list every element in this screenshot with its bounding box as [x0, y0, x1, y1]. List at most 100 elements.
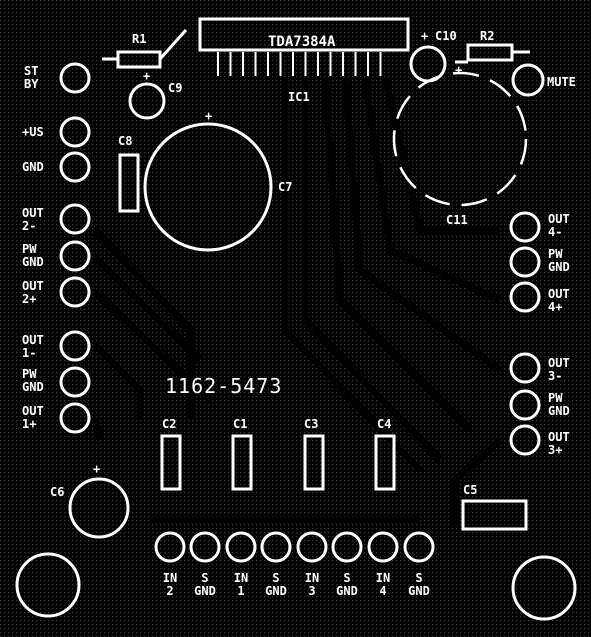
right-pad-out-4-plus — [509, 281, 541, 313]
c8-label: C8 — [118, 134, 132, 148]
c3-label: C3 — [304, 417, 318, 431]
bottom-label-in-3: IN — [305, 571, 319, 585]
bottom-pad-in-4 — [367, 531, 399, 563]
left-pad-vs — [59, 116, 91, 148]
c5-label: C5 — [463, 483, 477, 497]
bottom-label-in-1: 1 — [237, 584, 244, 598]
left-label-out-1-minus: OUT — [22, 333, 44, 347]
capacitor-c5 — [461, 499, 528, 531]
c10-plus-mark-2: + — [455, 63, 462, 77]
bottom-label-s-gnd-b: S — [272, 571, 279, 585]
bottom-pad-s-gnd-d — [403, 531, 435, 563]
capacitor-c11 — [392, 71, 528, 207]
left-pad-out-2-plus — [59, 276, 91, 308]
bottom-label-s-gnd-d: S — [415, 571, 422, 585]
c9-plus-mark: + — [143, 69, 150, 83]
left-label-out-1-plus: 1+ — [22, 417, 36, 431]
c11-label: C11 — [446, 213, 468, 227]
left-label-out-2-minus: OUT — [22, 206, 44, 220]
left-pad-out-1-minus — [59, 330, 91, 362]
resistor-r1 — [102, 28, 188, 69]
right-label-pw-gnd-3: PW — [548, 391, 563, 405]
bottom-label-in-4: 4 — [379, 584, 386, 598]
ic1-pins — [217, 52, 382, 76]
right-pad-out-3-plus — [509, 424, 541, 456]
bottom-pad-in-3 — [296, 531, 328, 563]
c6-label: C6 — [50, 485, 64, 499]
capacitor-c4 — [374, 434, 396, 491]
capacitor-c9 — [128, 82, 166, 120]
bottom-pad-in-2 — [154, 531, 186, 563]
right-pad-pw-gnd-3 — [509, 389, 541, 421]
right-label-out-4-minus: 4- — [548, 225, 562, 239]
right-label-pw-gnd-4: GND — [548, 260, 570, 274]
left-label-out-2-plus: OUT — [22, 279, 44, 293]
left-label-out-2-plus: 2+ — [22, 292, 36, 306]
left-label-out-1-plus: OUT — [22, 404, 44, 418]
ic1-ref-label: IC1 — [288, 90, 310, 104]
left-label-pw-gnd-2: PW — [22, 242, 37, 256]
capacitor-c7 — [143, 122, 273, 252]
bottom-label-s-gnd-d: GND — [408, 584, 430, 598]
capacitor-c1 — [231, 434, 253, 491]
bottom-label-in-2: 2 — [166, 584, 173, 598]
left-label-st-by: BY — [24, 77, 39, 91]
left-label-pw-gnd-1: GND — [22, 380, 44, 394]
capacitor-c3 — [303, 434, 325, 491]
left-pad-out-1-plus — [59, 402, 91, 434]
c1-label: C1 — [233, 417, 247, 431]
bottom-label-in-1: IN — [234, 571, 248, 585]
resistor-r2 — [455, 43, 530, 64]
right-label-out-3-minus: OUT — [548, 356, 570, 370]
left-label-pw-gnd-1: PW — [22, 367, 37, 381]
bottom-label-s-gnd-a: GND — [194, 584, 216, 598]
capacitor-c8 — [118, 153, 140, 213]
c10-label: C10 — [435, 29, 457, 43]
bottom-label-s-gnd-b: GND — [265, 584, 287, 598]
right-pad-out-3-minus — [509, 352, 541, 384]
left-pad-pw-gnd-1 — [59, 366, 91, 398]
right-label-out-4-minus: OUT — [548, 212, 570, 226]
board-code: 1162-5473 — [165, 374, 282, 398]
right-label-mute: MUTE — [547, 75, 576, 89]
left-pad-out-2-minus — [59, 203, 91, 235]
mounting-hole-left — [15, 552, 81, 618]
left-label-st-by: ST — [24, 64, 38, 78]
left-label-out-2-minus: 2- — [22, 219, 36, 233]
right-label-out-4-plus: 4+ — [548, 300, 562, 314]
right-pad-out-4-minus — [509, 211, 541, 243]
r1-label: R1 — [132, 32, 146, 46]
right-label-pw-gnd-3: GND — [548, 404, 570, 418]
right-pad-mute — [511, 63, 545, 97]
left-pad-st-by — [59, 62, 91, 94]
c7-label: C7 — [278, 180, 292, 194]
left-label-gnd: GND — [22, 160, 44, 174]
ic1 — [198, 17, 410, 76]
c6-plus-mark: + — [93, 462, 100, 476]
c10-plus-mark: + — [421, 29, 428, 43]
right-label-pw-gnd-4: PW — [548, 247, 563, 261]
right-label-out-3-minus: 3- — [548, 369, 562, 383]
bottom-label-s-gnd-c: GND — [336, 584, 358, 598]
bottom-label-in-2: IN — [163, 571, 177, 585]
bottom-pad-s-gnd-a — [189, 531, 221, 563]
left-label-pw-gnd-2: GND — [22, 255, 44, 269]
c4-label: C4 — [377, 417, 391, 431]
right-label-out-3-plus: OUT — [548, 430, 570, 444]
right-label-out-4-plus: OUT — [548, 287, 570, 301]
ic1-part-label: TDA7384A — [268, 34, 336, 50]
left-label-vs: +US — [22, 125, 44, 139]
capacitor-c6 — [68, 477, 130, 539]
r2-label: R2 — [480, 29, 494, 43]
capacitor-c2 — [160, 434, 182, 491]
bottom-label-s-gnd-c: S — [343, 571, 350, 585]
bottom-pad-in-1 — [225, 531, 257, 563]
bottom-pad-s-gnd-c — [331, 531, 363, 563]
right-pad-pw-gnd-4 — [509, 246, 541, 278]
c2-label: C2 — [162, 417, 176, 431]
left-pad-pw-gnd-2 — [59, 240, 91, 272]
